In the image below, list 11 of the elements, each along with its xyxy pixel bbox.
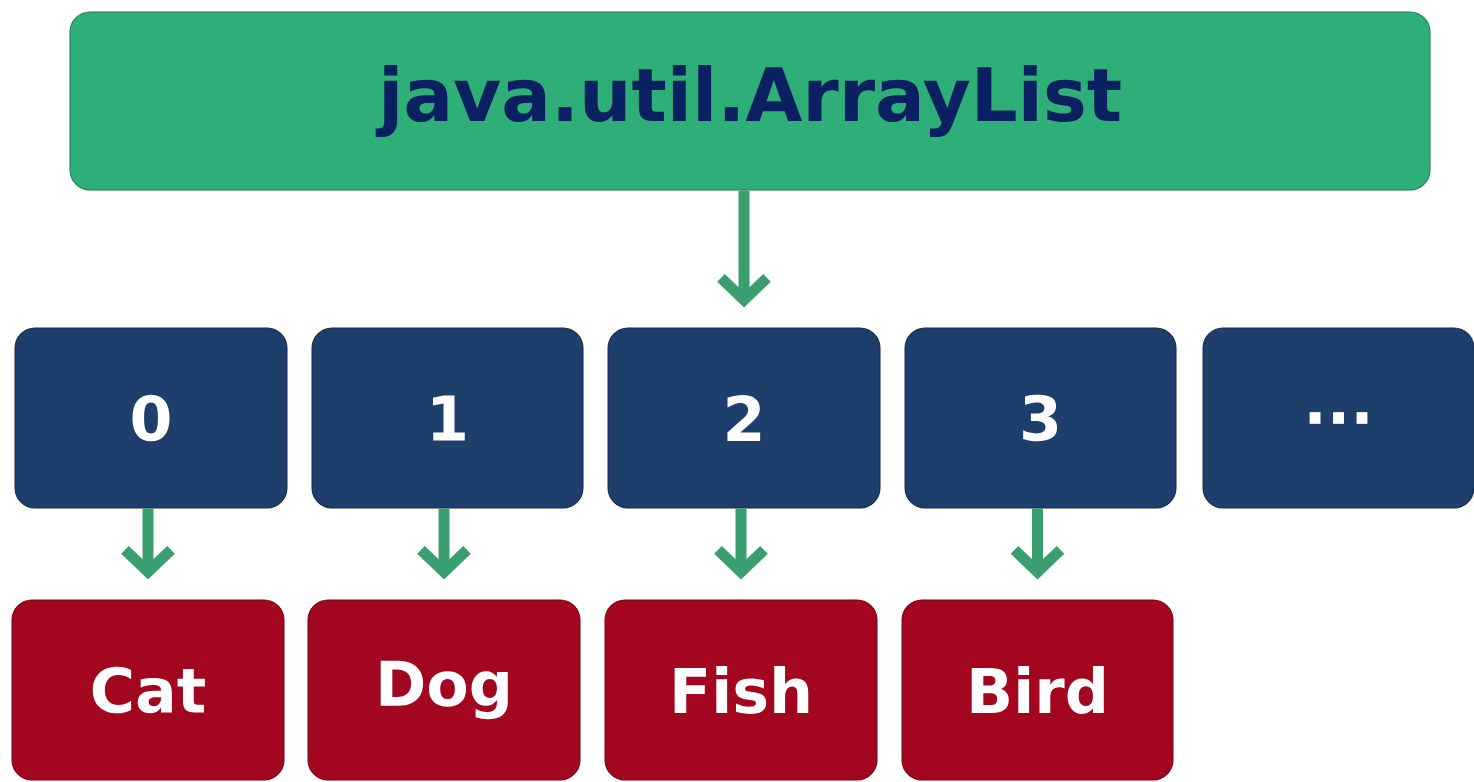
value-box: Fish [604,599,878,781]
value-box: Dog [307,599,581,781]
index-box: ... [1202,327,1474,509]
arrow [717,190,771,308]
index-box: 2 [607,327,881,509]
index-box: 0 [14,327,288,509]
value-box: Bird [901,599,1174,781]
index-box: 3 [904,327,1177,509]
list-class-box: java.util.ArrayList [69,11,1431,191]
value-box: Cat [11,599,285,781]
index-box: 1 [311,327,584,509]
